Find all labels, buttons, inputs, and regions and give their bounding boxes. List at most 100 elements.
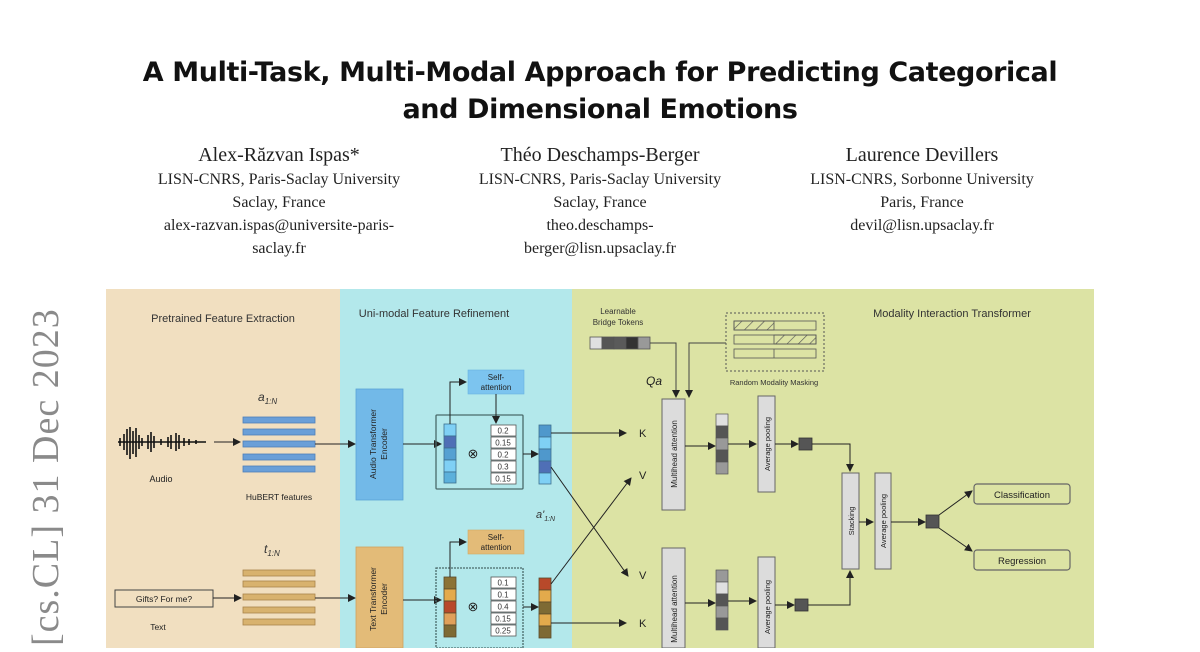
- attention-weight: 0.15: [495, 475, 511, 484]
- arrow: [938, 490, 973, 516]
- author-location: Saclay, France: [232, 194, 326, 211]
- section-title-extraction: Pretrained Feature Extraction: [151, 313, 295, 325]
- author-name: Théo Deschamps-Berger: [500, 144, 700, 166]
- architecture-figure: Pretrained Feature Extraction Uni-modal …: [106, 289, 1094, 649]
- paper-title: A Multi-Task, Multi-Modal Approach for P…: [0, 54, 1200, 128]
- random-modality-masking: [725, 312, 825, 372]
- audio-self-attention: [467, 369, 525, 395]
- avg-pooling-label: Average pooling: [879, 494, 888, 548]
- stacking-label: Stacking: [847, 507, 856, 536]
- pooled-token-lower: [794, 598, 809, 612]
- classification-label: Classification: [994, 490, 1050, 501]
- arxiv-sidebar: [cs.CL] 31 Dec 2023: [20, 296, 80, 646]
- final-average-pooling: [874, 472, 892, 570]
- author-email[interactable]: alex-razvan.ispas@universite-paris-: [163, 217, 395, 234]
- author-name: Alex-Răzvan Ispas*: [198, 144, 360, 166]
- author-email[interactable]: theo.deschamps-: [546, 217, 654, 234]
- interaction-panel: [572, 289, 1094, 648]
- attention-weight: 0.4: [497, 603, 509, 612]
- masking-label: Random Modality Masking: [730, 378, 818, 387]
- multihead-label: Multihead attention: [670, 420, 679, 488]
- fused-token: [925, 514, 940, 529]
- attention-weight: 0.2: [497, 451, 509, 460]
- attention-weight: 0.25: [495, 627, 511, 636]
- avg-pooling-label: Average pooling: [763, 580, 772, 634]
- audio-label: Audio: [149, 474, 172, 484]
- key-label: K: [639, 618, 647, 630]
- author-location: Paris, France: [880, 194, 964, 211]
- text-attention-weights: 0.1 0.1 0.4 0.15 0.25: [490, 576, 517, 637]
- audio-refined-vector: [538, 424, 552, 485]
- value-label: V: [639, 470, 647, 482]
- arrow: [685, 342, 726, 398]
- hubert-feature-stack: [242, 416, 316, 473]
- text-transformer-encoder: [355, 546, 404, 649]
- hubert-features-label: HuBERT features: [246, 492, 312, 502]
- classification-head: [973, 483, 1071, 505]
- stacking-block: [841, 472, 860, 570]
- multiply-icon: ⊗: [468, 599, 479, 614]
- author-email-cont[interactable]: berger@lisn.upsaclay.fr: [523, 240, 676, 257]
- attention-weight: 0.1: [497, 579, 509, 588]
- attention-weight: 0.3: [497, 463, 509, 472]
- paper-title-line-1: A Multi-Task, Multi-Modal Approach for P…: [142, 57, 1058, 88]
- author-email-cont[interactable]: saclay.fr: [252, 240, 306, 257]
- section-title-interaction: Modality Interaction Transformer: [873, 308, 1031, 320]
- attention-output-vector-lower: [715, 569, 729, 631]
- audio-embedding-vector: [443, 423, 457, 484]
- multihead-label: Multihead attention: [670, 575, 679, 643]
- text-encoder-label: Text TransformerEncoder: [368, 567, 389, 631]
- author-block: Laurence Devillers LISN-CNRS, Sorbonne U…: [762, 143, 1082, 237]
- author-block: Théo Deschamps-Berger LISN-CNRS, Paris-S…: [440, 143, 760, 260]
- audio-encoder-label: Audio TransformerEncoder: [368, 409, 389, 479]
- text-feature-stack: [242, 569, 316, 626]
- value-label: V: [639, 570, 647, 582]
- arrow: [650, 342, 680, 398]
- arrow: [808, 570, 854, 606]
- pooled-token-upper: [798, 437, 813, 451]
- author-location: Saclay, France: [553, 194, 647, 211]
- text-embedding-vector: [443, 576, 457, 638]
- multiply-icon: ⊗: [468, 446, 479, 461]
- audio-attention-weights: 0.2 0.15 0.2 0.3 0.15: [490, 424, 517, 485]
- multihead-attention-upper: [661, 398, 686, 511]
- text-self-attention-label: Self-attention: [481, 533, 512, 552]
- author-affiliation: LISN-CNRS, Paris-Saclay University: [478, 171, 722, 188]
- author-name: Laurence Devillers: [845, 144, 999, 166]
- attention-weight: 0.15: [495, 615, 511, 624]
- audio-transformer-encoder: [355, 388, 404, 501]
- text-input-value: Gifts? For me?: [136, 594, 192, 604]
- paper-title-line-2: and Dimensional Emotions: [402, 94, 798, 125]
- bridge-tokens: [589, 336, 651, 350]
- query-label: Qa: [646, 374, 662, 388]
- regression-label: Regression: [998, 556, 1046, 567]
- arxiv-identifier: [cs.CL] 31 Dec 2023: [25, 308, 67, 646]
- text-refined-vector: [538, 577, 552, 639]
- arrow: [449, 378, 467, 424]
- audio-attention-block: [435, 414, 524, 490]
- attention-weight: 0.2: [497, 427, 509, 436]
- audio-waveform-icon: [118, 427, 206, 459]
- arrow: [550, 466, 629, 577]
- author-email[interactable]: devil@lisn.upsaclay.fr: [850, 217, 994, 234]
- author-block: Alex-Răzvan Ispas* LISN-CNRS, Paris-Sacl…: [119, 143, 439, 260]
- attention-output-vector-upper: [715, 413, 729, 475]
- audio-refined-symbol: a'1:N: [536, 509, 556, 523]
- regression-head: [973, 549, 1071, 571]
- arrow: [812, 443, 854, 472]
- audio-features-symbol: a1:N: [258, 390, 277, 406]
- text-features-symbol: t1:N: [264, 542, 280, 558]
- attention-weight: 0.1: [497, 591, 509, 600]
- key-label: K: [639, 428, 647, 440]
- arrow: [449, 538, 467, 577]
- author-affiliation: LISN-CNRS, Paris-Saclay University: [157, 171, 401, 188]
- text-label: Text: [150, 622, 166, 632]
- arrow: [550, 477, 632, 585]
- text-self-attention: [467, 529, 525, 555]
- attention-weight: 0.15: [495, 439, 511, 448]
- avg-pooling-label: Average pooling: [763, 417, 772, 471]
- audio-self-attention-label: Self-attention: [481, 373, 512, 392]
- section-title-refinement: Uni-modal Feature Refinement: [359, 308, 509, 320]
- author-affiliation: LISN-CNRS, Sorbonne University: [810, 171, 1034, 188]
